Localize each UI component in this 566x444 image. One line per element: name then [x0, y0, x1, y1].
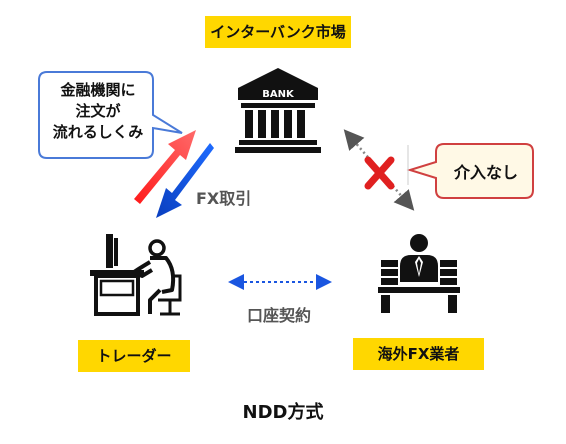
callout-left-line: 注文が: [75, 102, 121, 120]
blocked-connection-arrow: [343, 129, 415, 211]
callout-left-text: 金融機関に 注文が 流れるしくみ: [46, 80, 150, 143]
red-order-arrow: [134, 130, 196, 204]
callout-right: [406, 143, 534, 199]
broker-label: 海外FX業者: [353, 338, 484, 370]
interbank-market-label: インターバンク市場: [205, 16, 351, 48]
callout-left-line: 流れるしくみ: [52, 123, 144, 141]
callout-left-line: 金融機関に: [60, 81, 136, 99]
cross-mark-icon: [364, 156, 395, 190]
trader-label: トレーダー: [78, 340, 190, 372]
callout-left: [38, 71, 183, 159]
diagram-title: NDD方式: [242, 402, 324, 423]
businessperson-at-desk-icon: [378, 234, 460, 313]
bank-icon-text: BANK: [262, 89, 295, 100]
blue-order-arrow: [156, 143, 214, 218]
account-contract-label: 口座契約: [247, 306, 312, 325]
trader-at-computer-icon: [90, 234, 182, 316]
bank-icon: BANK: [235, 68, 321, 153]
fx-trade-label: FX取引: [196, 189, 252, 208]
callout-right-text: 介入なし: [453, 163, 518, 182]
